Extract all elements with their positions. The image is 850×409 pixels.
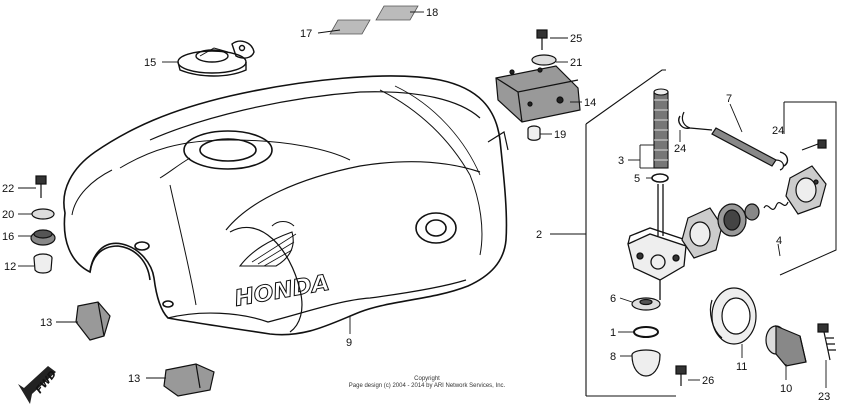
callout-11: 11: [736, 361, 747, 373]
tube-clip-24-right: [779, 151, 789, 167]
lever-screw-23: [817, 323, 836, 361]
callout-2: 2: [536, 229, 542, 241]
o-ring-1: [633, 326, 659, 338]
callout-5: 5: [634, 173, 640, 185]
bolt-26: [675, 365, 687, 386]
bolt-22: [35, 175, 47, 198]
diaphragm-assembly-4: [681, 165, 827, 259]
callout-12: 12: [4, 261, 16, 273]
callout-7: 7: [726, 93, 732, 105]
callout-8: 8: [610, 351, 616, 363]
callout-6: 6: [610, 293, 616, 305]
sediment-cup-8: [631, 349, 661, 377]
copyright-heading: Copyright: [414, 376, 440, 382]
callout-24-left: 24: [674, 143, 686, 155]
callout-20: 20: [2, 209, 14, 221]
leader-lines: [18, 11, 827, 388]
tube-clip-24-left: [678, 115, 691, 130]
callout-9: 9: [346, 337, 352, 349]
callout-15: 15: [144, 57, 156, 69]
lever-seal-11: [709, 287, 757, 345]
honda-wing-emblem: [238, 220, 297, 267]
rubber-cushion-13-lower: [163, 363, 215, 397]
mount-bolt-25: [536, 29, 548, 50]
callout-14: 14: [584, 97, 596, 109]
strainer-screen-3: [653, 88, 669, 169]
callout-labels: 15 17 18 25 21 14 19 22 20 16 12 13 13 9…: [2, 7, 830, 403]
callout-26: 26: [702, 375, 714, 387]
petcock-assembly-bracket: [585, 69, 676, 397]
callout-24-right: 24: [772, 125, 784, 137]
fuel-cock-body: [627, 184, 687, 300]
callout-3: 3: [618, 155, 624, 167]
callout-1: 1: [610, 327, 616, 339]
diaphragm-cover-screw: [801, 139, 827, 151]
callout-17: 17: [300, 28, 312, 40]
callout-13-upper: 13: [40, 317, 52, 329]
callout-25: 25: [570, 33, 582, 45]
callout-18: 18: [426, 7, 438, 19]
o-ring-5: [651, 173, 669, 183]
fuel-tank: [63, 75, 509, 336]
copyright-notice: Page design (c) 2004 - 2014 by ARI Netwo…: [349, 383, 506, 389]
forward-direction-arrow: [18, 366, 56, 404]
fuel-lever-knob-10: [765, 325, 807, 367]
gasket-6: [631, 297, 661, 311]
label-sticker-17: [329, 19, 371, 35]
fuel-tube-7: [681, 111, 785, 171]
washer-20: [31, 208, 55, 220]
callout-16: 16: [2, 231, 14, 243]
collar-12: [33, 253, 53, 274]
honda-logo-text: HONDA: [233, 271, 332, 312]
callout-10: 10: [780, 383, 792, 395]
callout-21: 21: [570, 57, 582, 69]
callout-4: 4: [776, 235, 782, 247]
callout-22: 22: [2, 183, 14, 195]
mount-rubber-14: [495, 65, 581, 123]
collar-19: [527, 125, 541, 141]
callout-19: 19: [554, 129, 566, 141]
callout-13-lower: 13: [128, 373, 140, 385]
cushion-16: [30, 229, 56, 246]
callout-23: 23: [818, 391, 830, 403]
sub-assembly-4-bracket: [779, 101, 837, 276]
fuel-cap: [177, 40, 255, 77]
rubber-cushion-13-upper: [75, 301, 111, 341]
washer-21: [531, 54, 557, 66]
label-sticker-18: [375, 5, 419, 21]
